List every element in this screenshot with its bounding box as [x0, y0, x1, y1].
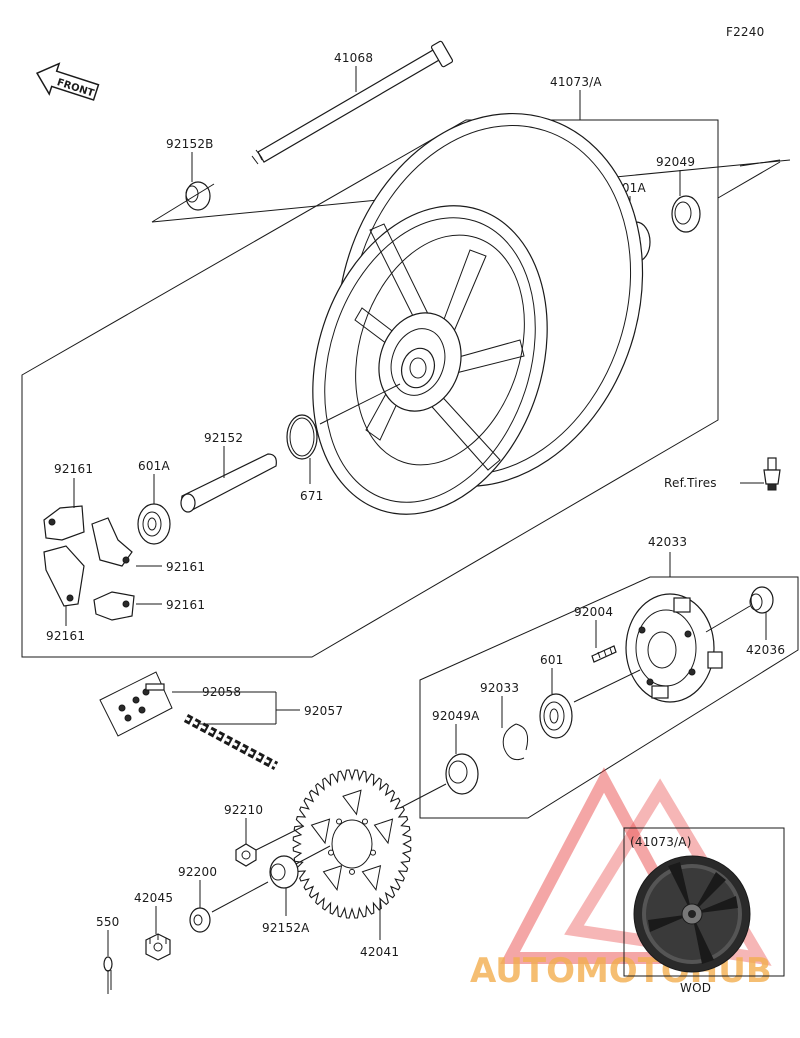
link-line-671: [319, 383, 401, 425]
link-line-92152a: [295, 845, 331, 865]
front-direction-icon: FRONT: [35, 62, 100, 101]
label-92152: 92152: [204, 431, 243, 445]
label-92049a: 92049A: [432, 709, 480, 723]
label-42041: 42041: [360, 945, 399, 959]
seal-92049a: [445, 753, 479, 795]
sprocket-bolt-hole: [328, 849, 335, 856]
castle-nut-42045: [145, 933, 171, 961]
sprocket-cutout: [361, 865, 382, 891]
label-92161-c: 92161: [166, 598, 205, 612]
washer-92200: [189, 907, 211, 933]
sprocket-cutout: [373, 818, 394, 845]
label-92210: 92210: [224, 803, 263, 817]
label-671: 671: [300, 489, 324, 503]
label-92161-a: 92161: [54, 462, 93, 476]
label-ref-tires: Ref.Tires: [664, 476, 717, 490]
sprocket-center-bore: [331, 819, 373, 869]
damper-92161-group: [43, 505, 135, 621]
label-92152a: 92152A: [262, 921, 310, 935]
label-92161-d: 92161: [46, 629, 85, 643]
inset-wheel-color: (41073/A) WOD: [623, 827, 785, 995]
label-550: 550: [96, 915, 120, 929]
link-line-42036: [705, 605, 751, 633]
sprocket-bolt-hole: [336, 818, 343, 825]
bearing-601a: [137, 503, 171, 545]
label-92152b: 92152B: [166, 137, 214, 151]
nut-92210: [235, 843, 257, 867]
cotter-pin-550: [103, 956, 113, 994]
label-92161-b: 92161: [166, 560, 205, 574]
diagram-code: F2240: [726, 25, 764, 39]
sprocket-cutout: [342, 789, 362, 816]
collar-42036: [749, 586, 774, 614]
label-92004: 92004: [574, 605, 613, 619]
collar-92152a: [269, 855, 299, 889]
label-601a: 601A: [138, 459, 171, 473]
link-line-92210: [255, 825, 305, 851]
collar-92152: [180, 453, 277, 513]
coupling-42033: [625, 593, 723, 703]
drive-chain-92057: [183, 714, 279, 770]
collar-92152b: [185, 181, 211, 211]
label-42033: 42033: [648, 535, 687, 549]
wheel-assembly-box: [21, 119, 719, 658]
axle-line-right-top: [739, 159, 781, 167]
label-41073a: 41073/A: [550, 75, 602, 89]
label-41068: 41068: [334, 51, 373, 65]
sprocket-bolt-hole: [361, 818, 368, 825]
stud-92004: [591, 645, 617, 663]
hub-assembly-box: [419, 576, 799, 819]
circlip-92033: [502, 723, 529, 761]
bearing-601: [539, 693, 573, 739]
sprocket-cutout: [322, 865, 343, 891]
seal-92049: [671, 195, 701, 233]
label-601: 601: [540, 653, 564, 667]
chain-master-link-92058: [99, 671, 173, 737]
label-92200: 92200: [178, 865, 217, 879]
label-42036: 42036: [746, 643, 785, 657]
link-line-601: [573, 669, 641, 703]
rear-wheel: [312, 113, 644, 515]
o-ring-671: [286, 414, 318, 460]
sprocket-cutout: [310, 818, 331, 845]
valve-icon: [763, 457, 781, 491]
axle-line: [151, 183, 215, 223]
label-92057: 92057: [304, 704, 343, 718]
link-line-92049a: [399, 783, 447, 809]
axle-line-right: [717, 161, 781, 199]
inset-title: (41073/A): [630, 835, 692, 849]
sprocket-bolt-hole: [349, 868, 355, 875]
label-92049: 92049: [656, 155, 695, 169]
label-92033: 92033: [480, 681, 519, 695]
label-92058: 92058: [202, 685, 241, 699]
sprocket-bolt-hole: [369, 849, 376, 856]
inset-caption: WOD: [680, 981, 711, 995]
label-42045: 42045: [134, 891, 173, 905]
sprocket-42041: [292, 769, 412, 919]
link-line-92200: [211, 881, 269, 913]
